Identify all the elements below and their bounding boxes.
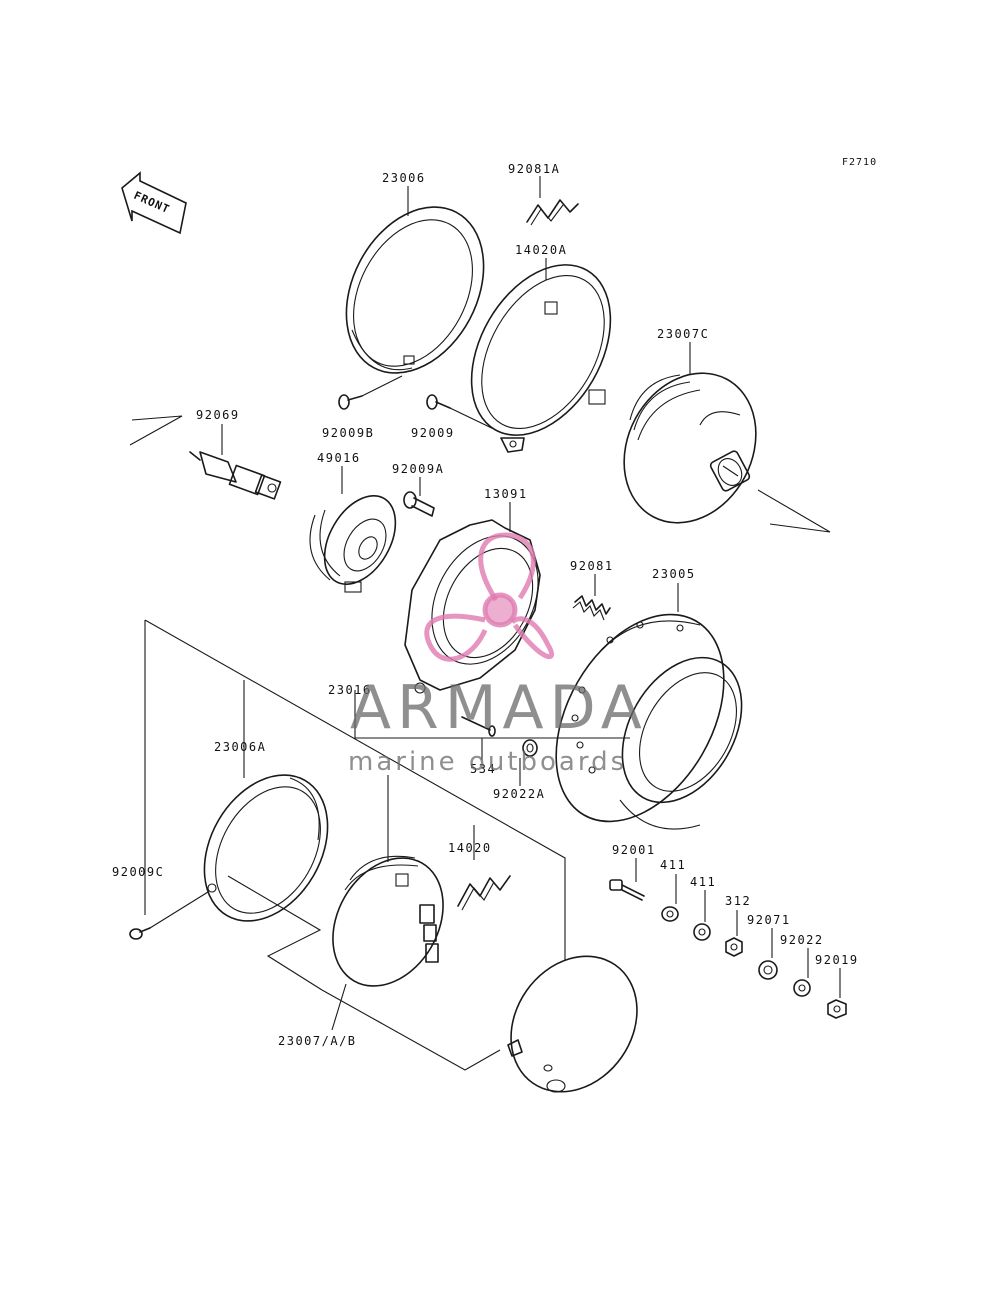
label-92001: 92001 (612, 843, 656, 857)
label-13091: 13091 (484, 487, 528, 501)
part-92019-nut (827, 999, 847, 1019)
part-92001-bolt (609, 879, 645, 901)
label-411-a: 411 (660, 858, 686, 872)
part-92022-washer (793, 979, 811, 997)
part-92069-socket (189, 451, 282, 500)
label-14020a: 14020A (515, 243, 567, 257)
part-92009c-screw (129, 927, 151, 940)
part-92009a-screw (403, 491, 435, 517)
part-49016-grommet (309, 495, 397, 593)
part-92022a-washer (522, 739, 538, 757)
watermark-tagline: marine outboards (348, 747, 627, 777)
part-411-washer-a (661, 906, 679, 922)
armada-watermark: ARMADA marine outboards (348, 532, 648, 777)
part-534-screw (461, 716, 496, 737)
part-rear-cover (507, 955, 638, 1093)
figure-code: F2710 (842, 157, 877, 168)
part-23005-housing (555, 613, 743, 830)
label-14020: 14020 (448, 841, 492, 855)
part-92009-screw (426, 394, 451, 410)
part-92071-spacer (758, 960, 778, 980)
front-arrow-icon: FRONT (121, 171, 187, 235)
watermark-brand: ARMADA (350, 673, 648, 743)
part-14020-clip (457, 875, 511, 911)
label-411-b: 411 (690, 875, 716, 889)
label-92069: 92069 (196, 408, 240, 422)
label-92019: 92019 (815, 953, 859, 967)
part-23006a-rim (203, 774, 329, 922)
part-312-nut (725, 937, 743, 957)
part-23007c-sealed-beam (623, 372, 757, 524)
label-92081a: 92081A (508, 162, 560, 176)
label-23006a: 23006A (214, 740, 266, 754)
label-312: 312 (725, 894, 751, 908)
label-92071: 92071 (747, 913, 791, 927)
label-92022a: 92022A (493, 787, 545, 801)
part-92081-spring (572, 595, 611, 621)
part-23006-rim (345, 206, 485, 374)
label-23016: 23016 (328, 683, 372, 697)
part-23007ab-headlight-unit (332, 855, 444, 987)
label-23007ab: 23007/A/B (278, 1034, 357, 1048)
part-14020a-band (470, 264, 612, 453)
label-92009: 92009 (411, 426, 455, 440)
label-23007c: 23007C (657, 327, 709, 341)
part-92009b-screw (338, 394, 363, 410)
label-23005: 23005 (652, 567, 696, 581)
label-92022: 92022 (780, 933, 824, 947)
label-49016: 49016 (317, 451, 361, 465)
label-23006: 23006 (382, 171, 426, 185)
label-92009c: 92009C (112, 865, 164, 879)
part-92081a-clip (526, 199, 579, 226)
label-92009a: 92009A (392, 462, 444, 476)
part-411-washer-b (693, 923, 711, 941)
label-92009b: 92009B (322, 426, 374, 440)
propeller-logo-icon (424, 532, 555, 662)
label-92081: 92081 (570, 559, 614, 573)
label-534: 534 (470, 762, 496, 776)
